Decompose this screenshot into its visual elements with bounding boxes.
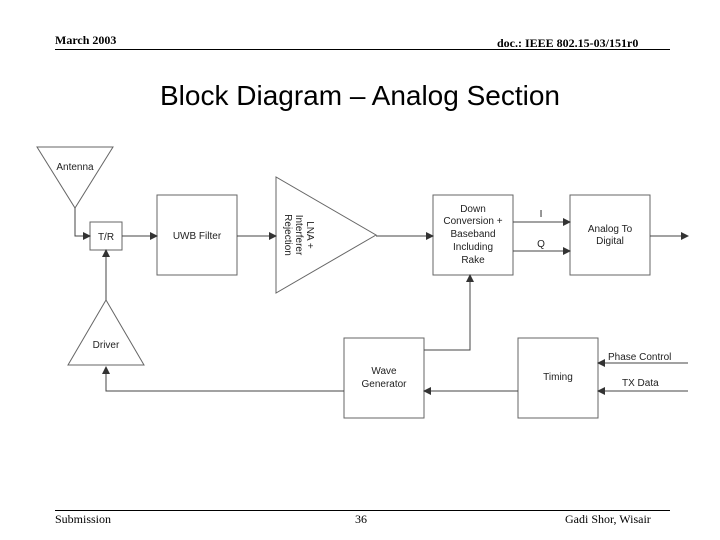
signal-q-label: Q — [537, 239, 545, 250]
lna-label: LNA + Interferer Rejection — [282, 214, 315, 256]
tr-label: T/R — [98, 232, 114, 243]
timing-block — [517, 337, 599, 419]
connector-wave-driver — [102, 366, 344, 392]
svg-text:Interferer: Interferer — [293, 215, 304, 256]
wave-generator-block — [343, 337, 425, 419]
svg-text:Generator: Generator — [361, 379, 407, 390]
uwb-filter-label: UWB Filter — [173, 231, 222, 242]
connector-wave-down — [424, 274, 474, 351]
header-rule — [55, 49, 670, 50]
svg-text:Digital: Digital — [596, 236, 624, 247]
svg-text:Conversion +: Conversion + — [443, 216, 502, 227]
wave-generator-label: Wave Generator — [361, 366, 407, 390]
svg-text:Rake: Rake — [461, 255, 485, 266]
svg-text:Rejection: Rejection — [282, 214, 293, 256]
svg-text:Down: Down — [460, 204, 486, 215]
antenna-block — [36, 146, 114, 209]
timing-label: Timing — [543, 372, 573, 383]
svg-text:Baseband: Baseband — [450, 229, 495, 240]
svg-text:LNA +: LNA + — [304, 221, 315, 249]
adc-block — [569, 194, 651, 276]
footer-rule — [55, 510, 670, 511]
connector-antenna-tr — [74, 208, 91, 240]
signal-i-label: I — [540, 209, 543, 220]
slide-title: Block Diagram – Analog Section — [160, 80, 560, 111]
driver-block — [67, 299, 145, 366]
tx-data-label: TX Data — [622, 378, 659, 389]
header-date: March 2003 — [55, 33, 117, 47]
footer-page-number: 36 — [355, 512, 367, 526]
driver-label: Driver — [93, 340, 120, 351]
svg-text:Analog To: Analog To — [588, 224, 633, 235]
phase-control-label: Phase Control — [608, 352, 671, 363]
antenna-label: Antenna — [56, 162, 94, 173]
svg-text:Wave: Wave — [371, 366, 397, 377]
footer-author: Gadi Shor, Wisair — [565, 512, 651, 526]
header-doc-id: doc.: IEEE 802.15-03/151r0 — [497, 36, 639, 50]
adc-label: Analog To Digital — [588, 224, 633, 247]
footer-submission: Submission — [55, 512, 112, 526]
down-conversion-label: Down Conversion + Baseband Including Rak… — [443, 204, 502, 266]
svg-text:Including: Including — [453, 242, 493, 253]
